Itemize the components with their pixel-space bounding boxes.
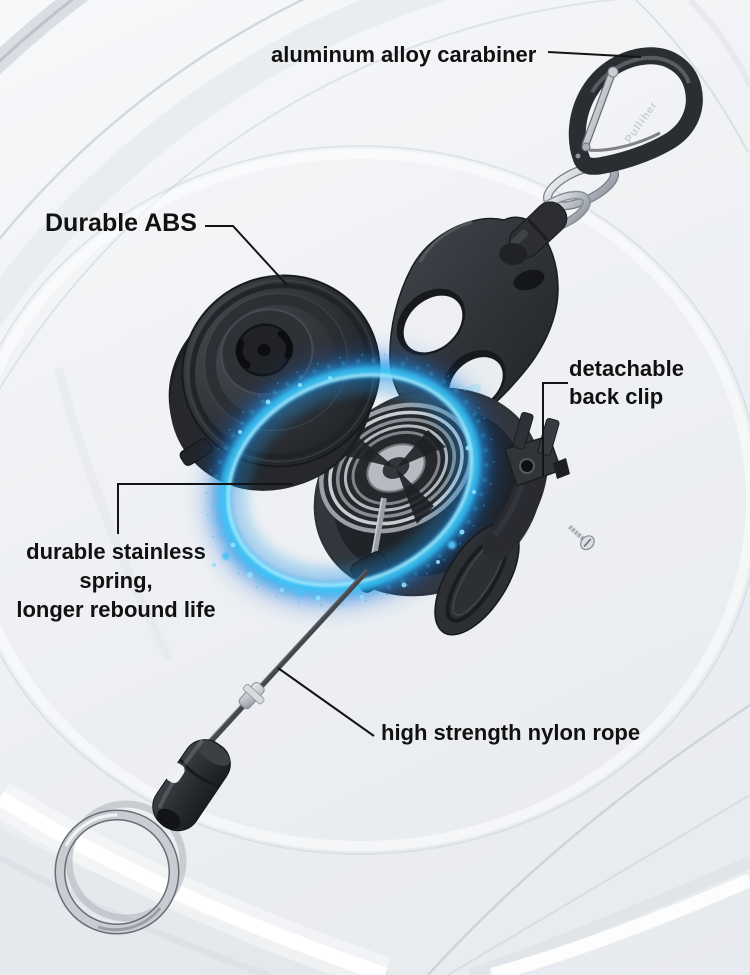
brand-engraving: Pulliher bbox=[623, 99, 661, 145]
leader-carabiner bbox=[547, 51, 642, 58]
label-spring-line3: longer rebound life bbox=[16, 597, 216, 622]
label-spring-line1: durable stainless bbox=[26, 539, 206, 564]
key-ring bbox=[54, 809, 180, 935]
label-spring: durable stainless spring, longer rebound… bbox=[0, 537, 232, 624]
label-back-clip: detachable back clip bbox=[569, 355, 684, 411]
key-ring-back-loop bbox=[65, 800, 187, 922]
label-nylon-rope: high strength nylon rope bbox=[381, 720, 641, 745]
rope-end-cap bbox=[152, 739, 231, 832]
leader-spring bbox=[117, 483, 293, 534]
label-carabiner: aluminum alloy carabiner bbox=[271, 42, 537, 67]
rope-stopper bbox=[238, 682, 265, 710]
label-back-clip-line2: back clip bbox=[569, 384, 664, 409]
leader-abs bbox=[205, 225, 288, 286]
label-durable-abs: Durable ABS bbox=[45, 209, 197, 237]
leader-lines bbox=[117, 51, 642, 737]
glow-particles bbox=[212, 376, 476, 601]
nylon-rope bbox=[203, 568, 370, 749]
label-spring-line2: spring, bbox=[79, 568, 153, 593]
label-back-clip-line1: detachable bbox=[569, 356, 684, 381]
back-clip bbox=[434, 411, 570, 636]
carabiner: Pulliher bbox=[568, 47, 703, 175]
energy-glow bbox=[201, 348, 499, 612]
leader-back-clip bbox=[542, 382, 568, 476]
screw bbox=[568, 524, 595, 551]
leader-rope bbox=[277, 667, 375, 737]
